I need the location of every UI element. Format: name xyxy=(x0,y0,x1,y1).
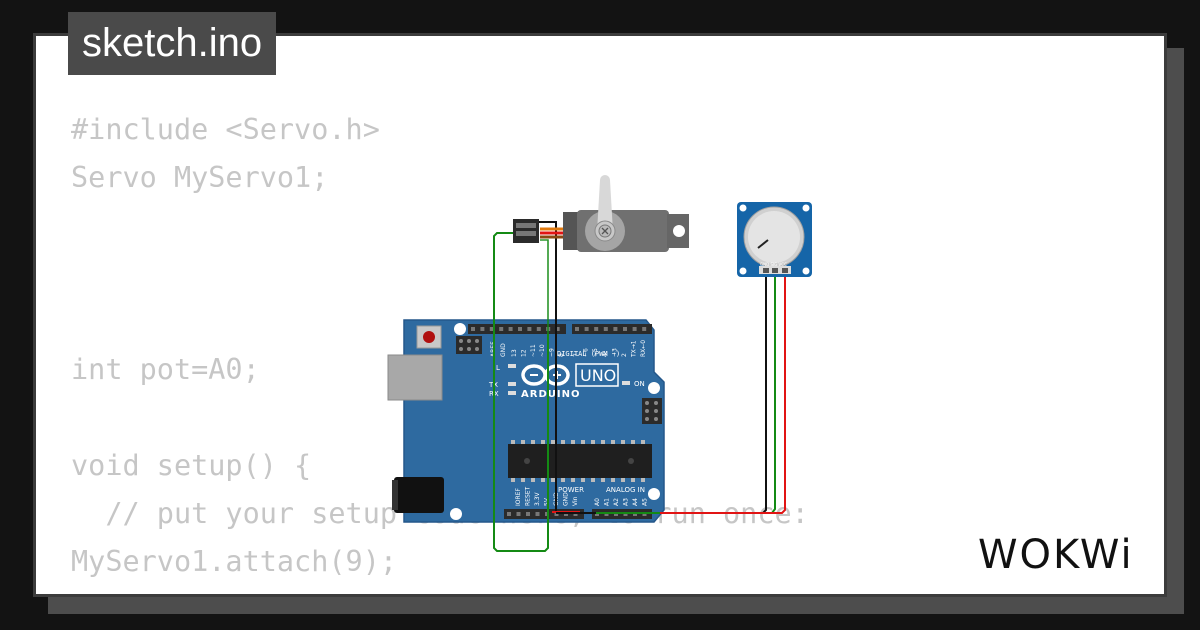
pot-knob-indicator xyxy=(757,239,769,249)
pin[interactable] xyxy=(555,327,560,331)
uno-badge xyxy=(575,363,619,387)
digital-pin-label: 7 xyxy=(573,353,580,357)
l-led xyxy=(508,364,516,368)
pin[interactable] xyxy=(536,327,541,331)
code-line: int pot=A0; xyxy=(71,353,260,386)
pin[interactable] xyxy=(480,327,485,331)
mounting-hole xyxy=(648,382,660,394)
digital-pin-label: ~10 xyxy=(539,344,546,357)
digital-pin-label: 13 xyxy=(511,349,518,357)
arduino-wordmark: ARDUINO xyxy=(521,389,580,400)
pin[interactable] xyxy=(575,327,579,331)
l-led-label: L xyxy=(496,364,500,372)
pin[interactable] xyxy=(623,327,627,331)
digital-header[interactable] xyxy=(468,324,652,334)
preview-card: #include <Servo.h> Servo MyServo1; int pot… xyxy=(33,33,1167,597)
code-line: void setup() { xyxy=(71,449,312,482)
atmega-chip xyxy=(508,444,652,478)
power-pin-label: RESET xyxy=(525,486,532,506)
analog-pin-label: A2 xyxy=(613,498,620,506)
power-pin-label: IOREF xyxy=(515,488,522,506)
power-pin-label: Vin xyxy=(572,496,579,506)
pin[interactable] xyxy=(516,512,521,516)
digital-pin-label: 4 xyxy=(602,353,609,357)
code-line: #include <Servo.h> xyxy=(71,113,380,146)
pin[interactable] xyxy=(632,327,637,331)
power-pin-label: GND xyxy=(563,492,570,506)
pin[interactable] xyxy=(526,512,530,516)
pin[interactable] xyxy=(603,327,608,331)
pin[interactable] xyxy=(499,327,504,331)
tx-led xyxy=(508,382,516,386)
mounting-hole xyxy=(648,488,660,500)
potentiometer[interactable]: GND SIG VCC xyxy=(737,202,812,277)
rx-led xyxy=(508,391,516,395)
digital-pin-label: 12 xyxy=(520,349,527,357)
pin[interactable] xyxy=(642,327,647,331)
digital-pin-label: TX→1 xyxy=(631,340,638,358)
analog-pin-label: A0 xyxy=(594,498,601,506)
pot-vcc-wire[interactable] xyxy=(660,270,786,514)
power-label: POWER xyxy=(558,486,584,494)
digital-pin-label: RX←0 xyxy=(640,340,647,357)
power-header[interactable] xyxy=(504,509,584,519)
digital-pin-label: 2 xyxy=(621,353,628,357)
analog-pin-label: A4 xyxy=(632,498,639,506)
digital-pin-dots xyxy=(471,327,647,331)
pin[interactable] xyxy=(535,512,540,516)
servo-horn xyxy=(597,175,613,232)
servo-motor[interactable] xyxy=(513,175,689,252)
icsp-header xyxy=(642,398,662,424)
mounting-hole xyxy=(450,508,462,520)
reset-button[interactable] xyxy=(416,325,442,349)
pin[interactable] xyxy=(584,327,589,331)
pin[interactable] xyxy=(527,327,532,331)
code-line: Servo MyServo1; xyxy=(71,161,329,194)
pin[interactable] xyxy=(507,512,511,516)
digital-pin-label: ~6 xyxy=(583,348,590,357)
code-line: MyServo1.attach(9); xyxy=(71,545,398,578)
power-jack xyxy=(394,477,444,513)
servo-signal-wire[interactable] xyxy=(493,232,549,552)
pin[interactable] xyxy=(518,327,522,331)
analog-pin-label: A5 xyxy=(642,498,649,506)
power-pin-label: 3.3V xyxy=(534,491,541,506)
code-line: pinMode(pot, OUTPUT); xyxy=(71,586,809,594)
analog-pin-label: A3 xyxy=(623,498,630,506)
mounting-hole xyxy=(454,323,466,335)
pin[interactable] xyxy=(489,327,494,331)
pin[interactable] xyxy=(471,327,475,331)
code-preview: #include <Servo.h> Servo MyServo1; int pot… xyxy=(71,106,809,594)
digital-pin-label: ~11 xyxy=(530,344,537,357)
chip-pins xyxy=(511,440,645,482)
digital-pin-label: ~5 xyxy=(592,348,599,357)
pin[interactable] xyxy=(594,327,599,331)
sketch-title: sketch.ino xyxy=(68,12,277,75)
digital-pin-label: 8 xyxy=(558,353,565,357)
wokwi-logo: WOKWi xyxy=(978,532,1134,578)
analog-pin-label: A1 xyxy=(604,498,611,506)
digital-label: DIGITAL (PWM ~) xyxy=(557,350,620,358)
pot-pins-label: GND SIG VCC xyxy=(760,262,787,267)
usb-port xyxy=(387,354,443,401)
pin[interactable] xyxy=(613,327,618,331)
gnd-label: GND xyxy=(500,343,507,357)
on-led xyxy=(622,381,630,385)
icsp-header xyxy=(456,336,482,354)
pin[interactable] xyxy=(508,327,513,331)
on-led-label: ON xyxy=(634,380,645,388)
analog-in-label: ANALOG IN xyxy=(606,486,645,494)
uno-label: UNO xyxy=(580,366,616,385)
digital-pin-label: ~9 xyxy=(549,348,556,357)
digital-pin-label: ~3 xyxy=(611,348,618,357)
